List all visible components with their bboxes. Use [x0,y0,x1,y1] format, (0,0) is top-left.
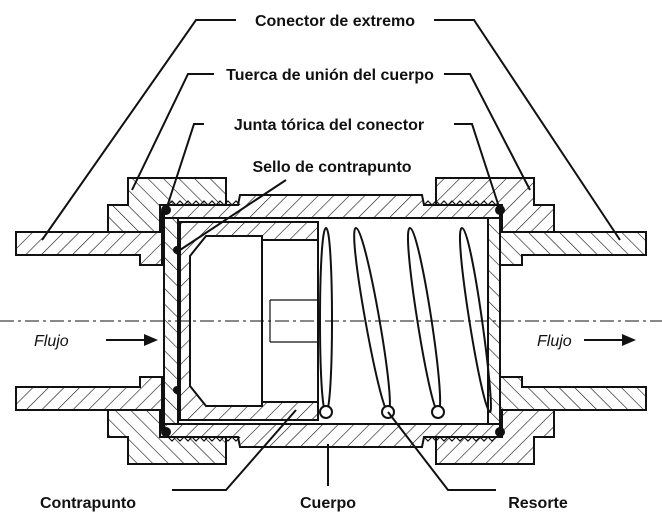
label-poppet-seal: Sello de contrapunto [252,159,411,176]
o-rings [161,205,505,437]
poppet-seal-bottom [173,386,181,394]
label-connector-oring: Junta tórica del conector [234,117,424,134]
label-body: Cuerpo [300,495,356,512]
label-end-connector: Conector de extremo [255,13,415,30]
label-spring: Resorte [508,495,568,512]
label-flow-right: Flujo [537,333,572,350]
leader-lines [41,19,621,491]
spring [319,227,492,419]
label-body-union-nut: Tuerca de unión del cuerpo [226,67,434,84]
label-poppet: Contrapunto [40,495,136,512]
flow-arrow-left [106,334,158,346]
label-flow-left: Flujo [34,333,69,350]
valve-body [163,194,501,448]
end-connector-right [499,211,647,431]
flow-arrow-right [584,334,636,346]
poppet-seal-top [173,246,181,254]
connector-oring-bottom-right [495,427,505,437]
connector-oring-bottom-left [161,427,171,437]
